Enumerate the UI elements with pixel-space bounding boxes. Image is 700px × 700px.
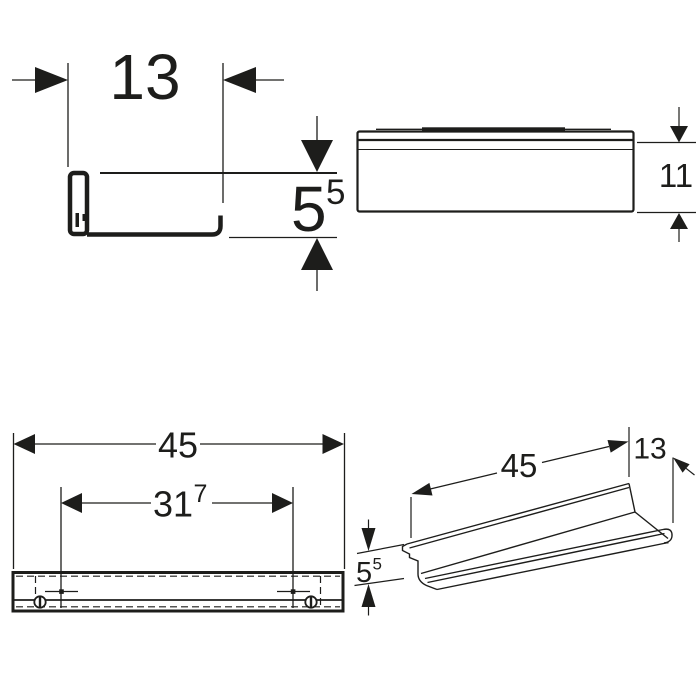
screw-detail-bar — [75, 213, 79, 227]
witness-lines-iso-height — [354, 543, 405, 587]
crosshair-tick-left — [59, 589, 64, 594]
shelf-lip-top-inner — [427, 532, 665, 584]
arrowhead-iso-up — [361, 584, 376, 607]
witness-lines-depth — [67, 63, 224, 203]
arrowhead-right — [322, 434, 344, 454]
witness-lines-width — [12, 433, 346, 569]
arrowhead-right — [223, 67, 256, 93]
arrowhead-fix-left — [61, 493, 82, 513]
wall-bracket-profile — [67, 170, 90, 237]
front-fixing-label: 31 — [153, 484, 193, 525]
arrowhead-iso-depth — [673, 457, 690, 473]
shelf-floor-and-lip — [87, 215, 223, 237]
iso-height-label: 5 — [356, 557, 372, 589]
shelf-back-top-inner — [409, 486, 630, 549]
side-height-label: 5 — [291, 173, 327, 245]
screw-detail-notch — [82, 214, 87, 221]
shelf-lip-right-curl — [662, 528, 673, 544]
dim-line-iso-width — [423, 445, 610, 492]
crosshair-tick-right — [290, 589, 296, 594]
arrowhead-iso-width-left — [411, 482, 433, 496]
plan-outline — [356, 130, 635, 213]
iso-width-label: 45 — [501, 447, 538, 484]
arrowhead-down — [670, 126, 688, 143]
iso-depth-label: 13 — [633, 433, 666, 466]
front-width-label: 45 — [158, 425, 198, 466]
side-height-label-sup: 5 — [326, 173, 345, 212]
plan-inner-depth-label: 11 — [659, 157, 693, 194]
arrowhead-fix-right — [272, 493, 293, 513]
shelf-back-top-outer — [406, 482, 630, 545]
side-depth-label: 13 — [109, 41, 180, 113]
iso-view: 45 13 5 5 — [354, 427, 695, 616]
shelf-wall-floor-junction — [420, 511, 636, 575]
arrowhead-up — [670, 213, 688, 229]
shelf-wall-right-edge — [628, 483, 636, 513]
witness-lines-inner-depth — [637, 141, 696, 214]
side-view: 13 5 5 — [12, 41, 345, 291]
witness-lines-fixing — [60, 487, 294, 608]
arrowhead-down — [301, 140, 333, 172]
arrowhead-up — [301, 238, 333, 270]
arrowhead-iso-width-right — [607, 440, 629, 453]
front-fixing-label-sup: 7 — [194, 480, 208, 508]
shelf-lip-top-outer — [424, 528, 664, 580]
arrowhead-left — [35, 67, 68, 93]
shelf-bottom-front-edge — [436, 541, 669, 591]
iso-height-label-sup: 5 — [373, 555, 382, 574]
witness-lines-iso-width — [410, 427, 630, 538]
arrowhead-left — [13, 434, 35, 454]
top-view: 11 — [356, 107, 696, 242]
front-view: 45 31 7 — [11, 425, 346, 613]
shelf-left-end-cap — [401, 543, 438, 591]
arrow-tail-iso-depth — [685, 467, 695, 476]
arrowhead-iso-down — [361, 528, 376, 551]
shelf-floor-right-edge — [634, 511, 669, 540]
front-outline — [11, 571, 345, 613]
back-rail-thick-band — [422, 127, 565, 132]
